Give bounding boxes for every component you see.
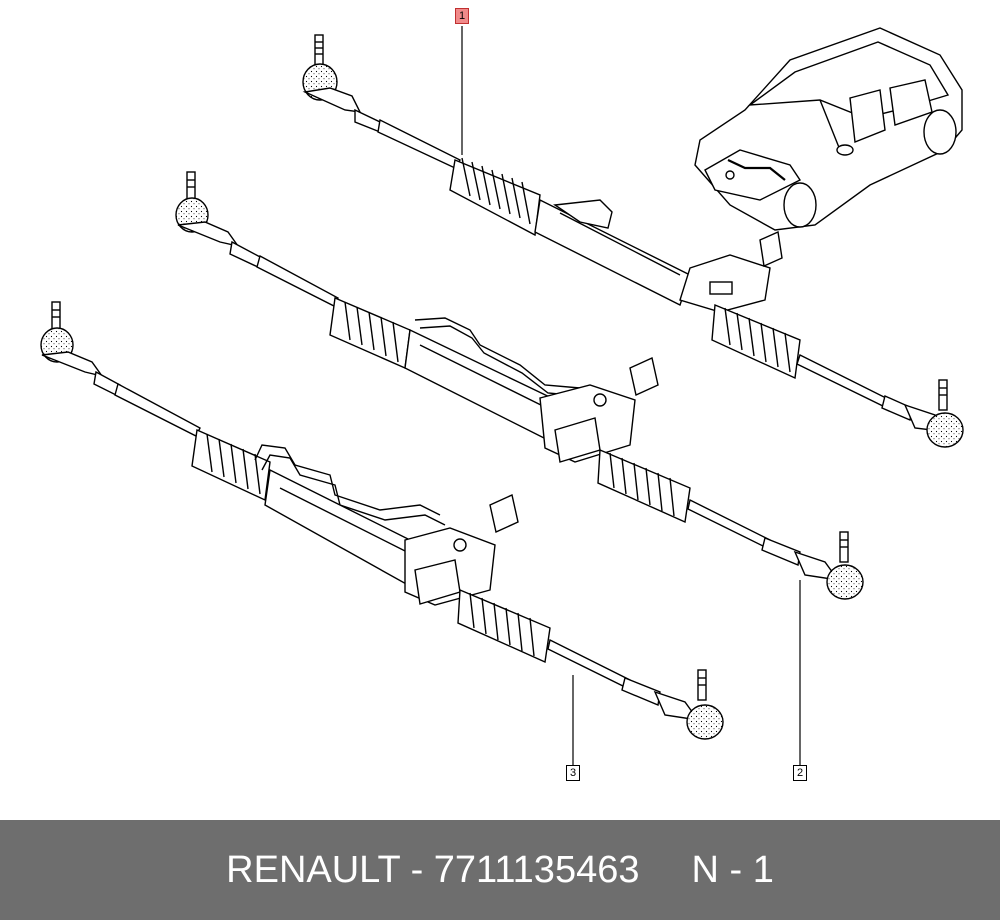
car-illustration [694, 27, 963, 231]
pinion-valve-1 [679, 230, 783, 313]
steering-rack-3 [40, 301, 724, 740]
boot-left-1 [449, 157, 541, 237]
callout-3: 3 [566, 765, 580, 781]
steering-rack-diagram [40, 26, 964, 765]
boot-right-3 [457, 588, 551, 664]
boot-left-3 [191, 428, 271, 502]
pinion-valve-2 [539, 357, 659, 463]
tie-rod-end-right-2 [793, 531, 864, 600]
callout-2: 2 [793, 765, 807, 781]
brand-part-number: RENAULT - 7711135463 [226, 848, 640, 891]
page-reference: N - 1 [691, 848, 774, 891]
tie-rod-end-left-1 [302, 34, 362, 113]
steering-rack-1 [302, 34, 964, 448]
steering-rack-2 [175, 171, 864, 600]
tie-rod-end-left-2 [175, 171, 240, 248]
boot-left-2 [329, 296, 411, 370]
tie-rod-end-right-1 [903, 379, 964, 448]
callout-1: 1 [455, 8, 469, 24]
boot-right-1 [711, 303, 801, 380]
boot-right-2 [597, 448, 691, 524]
tie-rod-end-left-3 [40, 301, 104, 378]
pinion-valve-3 [404, 494, 519, 606]
tie-rod-end-right-3 [653, 669, 724, 740]
part-number-footer: RENAULT - 7711135463 N - 1 [0, 820, 1000, 920]
